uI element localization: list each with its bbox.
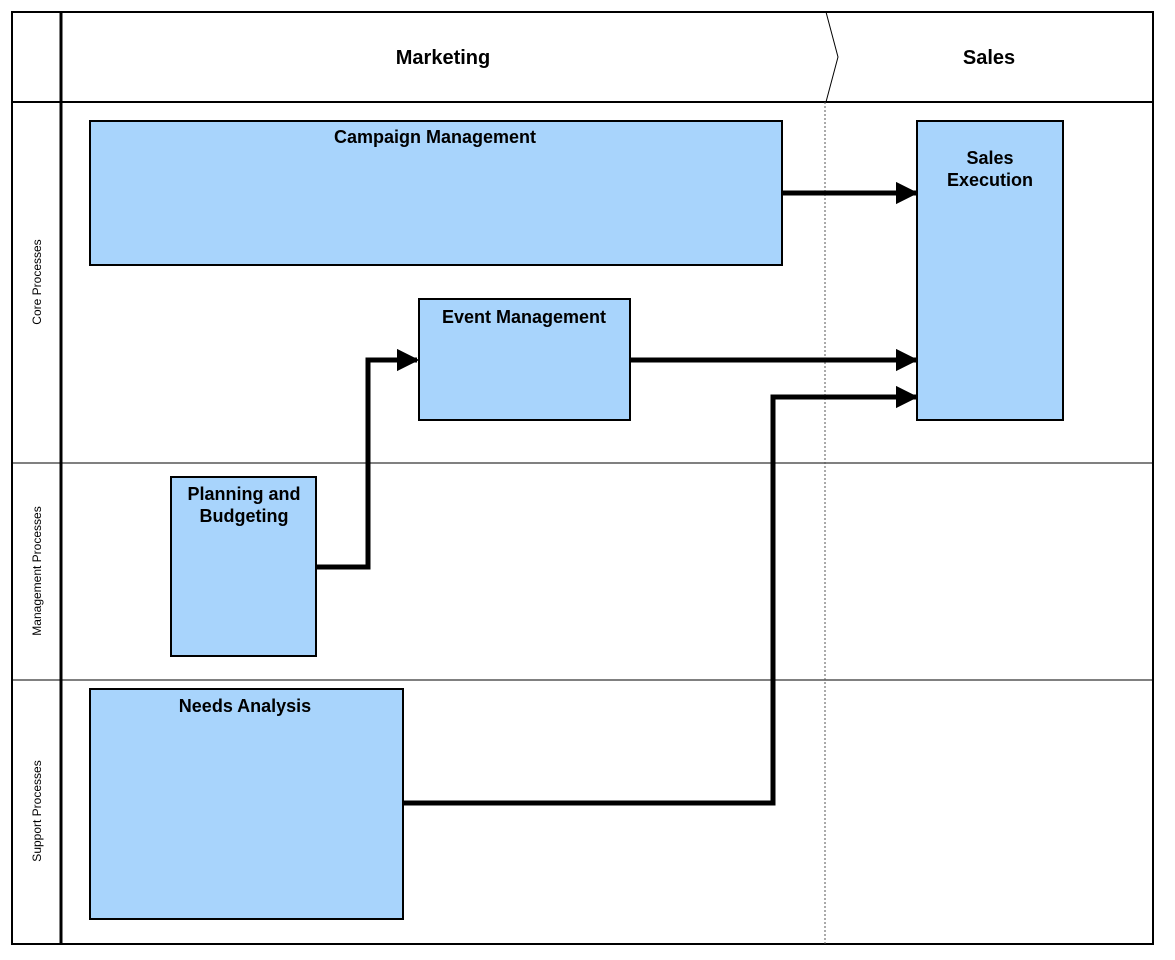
campaign-management-shape bbox=[89, 120, 783, 266]
event-management-label: Event Management bbox=[442, 307, 606, 327]
sales-execution-box: Sales Execution bbox=[916, 120, 1064, 421]
needs-analysis-box: Needs Analysis bbox=[89, 688, 404, 920]
column-header-sales: Sales bbox=[963, 47, 1015, 69]
lane-label-support-processes: Support Processes bbox=[30, 760, 44, 861]
sales-execution-shape bbox=[916, 120, 1064, 421]
needs-analysis-label: Needs Analysis bbox=[179, 696, 311, 716]
phase-chevron bbox=[825, 11, 839, 103]
planning-budgeting-label-line2: Budgeting bbox=[200, 506, 289, 526]
planning-budgeting-shape bbox=[170, 476, 317, 657]
planning-budgeting-label-line1: Planning and bbox=[187, 484, 300, 504]
campaign-management-box: Campaign Management bbox=[89, 120, 783, 266]
sales-execution-label-line2: Execution bbox=[947, 170, 1033, 190]
event-management-shape bbox=[418, 298, 631, 421]
lane-label-core-processes: Core Processes bbox=[30, 239, 44, 324]
sales-execution-label-line1: Sales bbox=[966, 148, 1013, 168]
arrow-planning-to-event bbox=[316, 348, 420, 570]
event-management-box: Event Management bbox=[418, 298, 631, 421]
column-header-marketing: Marketing bbox=[396, 47, 490, 69]
arrow-needs-to-sales bbox=[403, 385, 919, 806]
campaign-management-label: Campaign Management bbox=[334, 127, 536, 147]
lane-label-management-processes: Management Processes bbox=[30, 506, 44, 635]
planning-budgeting-box: Planning and Budgeting bbox=[170, 476, 317, 657]
needs-analysis-shape bbox=[89, 688, 404, 920]
